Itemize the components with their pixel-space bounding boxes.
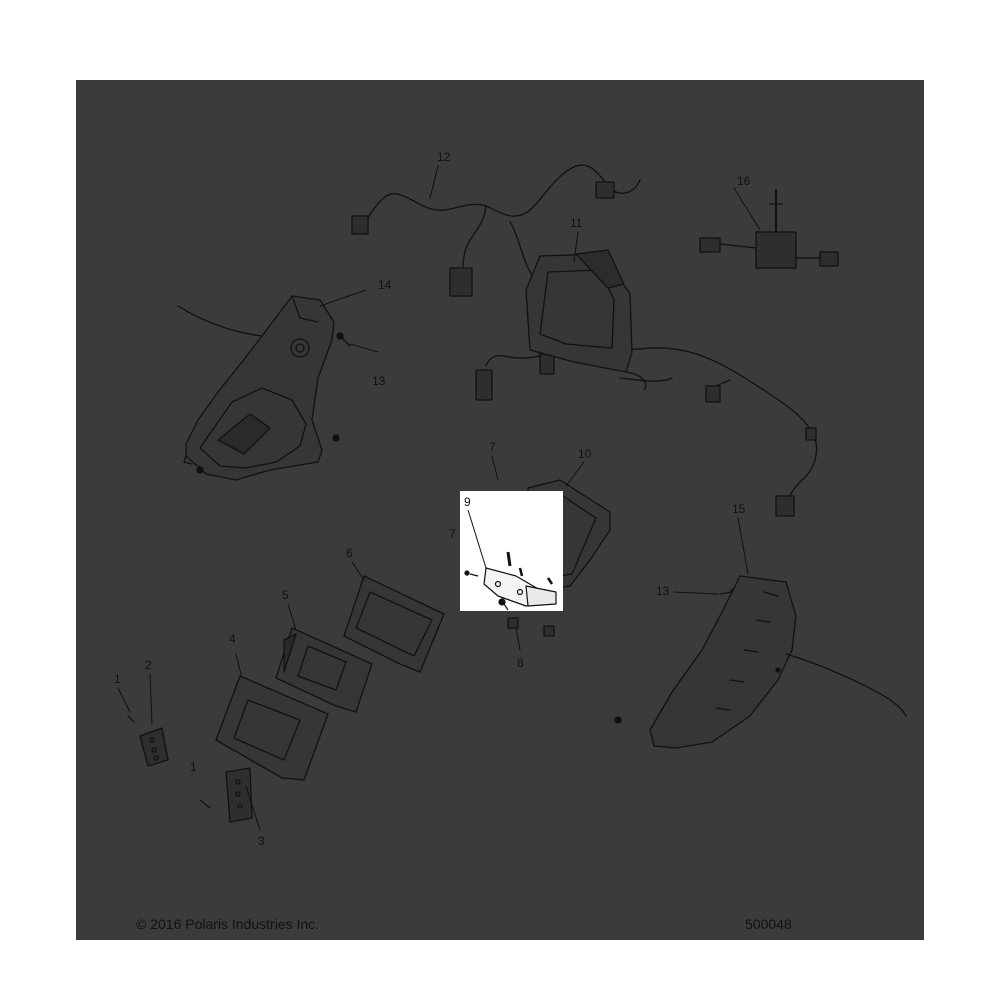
screw-1-upper (127, 715, 135, 723)
display-housing-4 (215, 675, 329, 781)
diagram-number: 500048 (745, 916, 792, 932)
left-speaker-pod (177, 295, 340, 481)
callout-13-lower: 13 (656, 584, 670, 598)
callout-13-upper: 13 (372, 374, 386, 388)
display-frame-6 (343, 575, 445, 673)
switch-panel-3 (225, 767, 253, 823)
screw-13-upper (336, 332, 351, 347)
display-bezel-5 (275, 627, 373, 713)
callout-6: 6 (346, 546, 353, 560)
callout-7-upper: 7 (489, 440, 496, 454)
callout-12: 12 (437, 150, 451, 164)
callout-3: 3 (258, 834, 265, 848)
callout-14: 14 (378, 278, 392, 292)
callout-7-lower: 7 (449, 527, 456, 541)
switch-panel-2 (139, 727, 169, 767)
wire-harness (351, 164, 818, 517)
callout-1-upper: 1 (114, 672, 121, 686)
screw-1-lower (199, 799, 211, 809)
callout-15: 15 (732, 502, 746, 516)
leader-lines (117, 165, 761, 831)
right-speaker-pod (614, 575, 907, 749)
control-unit (525, 249, 647, 391)
copyright-text: © 2016 Polaris Industries Inc. (136, 916, 320, 932)
callout-16: 16 (737, 174, 751, 188)
callout-4: 4 (229, 632, 236, 646)
callout-5: 5 (282, 588, 289, 602)
antenna-module (699, 189, 839, 269)
callout-8: 8 (517, 656, 524, 670)
highlight-panel-9 (460, 491, 563, 611)
callout-11: 11 (570, 216, 583, 230)
callout-9: 9 (464, 495, 471, 509)
callout-2: 2 (145, 658, 152, 672)
callout-10: 10 (578, 447, 592, 461)
callout-1-lower: 1 (190, 760, 197, 774)
